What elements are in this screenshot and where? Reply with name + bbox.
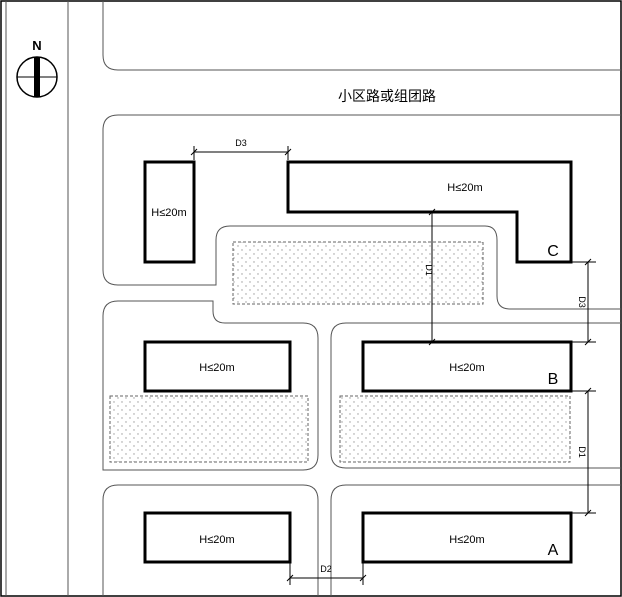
dimension-d1-upper: D1 [424,208,436,346]
height-label-b: H≤20m [449,362,484,374]
dimension-d1-lower: D1 [571,387,596,517]
building-letter-c: C [547,243,559,260]
dimension-d3-top: D3 [190,138,292,160]
north-label: N [32,38,41,53]
north-arrow-icon: N [16,38,58,98]
building-b [361,340,573,393]
road-name-label: 小区路或组团路 [338,89,436,105]
dimension-label-d3-right: D3 [577,296,587,308]
height-label-west-bottom: H≤20m [199,534,234,546]
building-a [361,511,573,564]
building-letter-b: B [548,371,559,388]
block-north-outer [102,114,621,286]
building-west-top [143,160,196,264]
green-space-north [232,241,484,305]
dimension-label-d1-upper: D1 [424,264,434,276]
building-west-bottom [143,511,292,564]
building-west-mid [143,340,292,393]
block-me-outline [330,322,621,469]
road-edge-north [102,1,621,71]
dimension-d3-right: D3 [571,258,596,346]
building-letter-a: A [548,542,559,559]
dimension-label-d1-lower: D1 [577,446,587,458]
block-se-outline [330,484,621,596]
dimension-d2: D2 [286,562,367,585]
block-sw-outline [102,484,319,596]
dimension-label-d2: D2 [320,564,332,574]
block-mw-outline [102,300,319,471]
height-label-west-top: H≤20m [151,207,186,219]
dimension-label-d3-top: D3 [235,138,247,148]
height-label-a: H≤20m [449,534,484,546]
block-north-inner [118,225,621,310]
green-space-east [339,395,571,463]
height-label-west-mid: H≤20m [199,362,234,374]
green-space-west [109,395,309,463]
building-c [286,160,573,264]
height-label-c: H≤20m [447,182,482,194]
